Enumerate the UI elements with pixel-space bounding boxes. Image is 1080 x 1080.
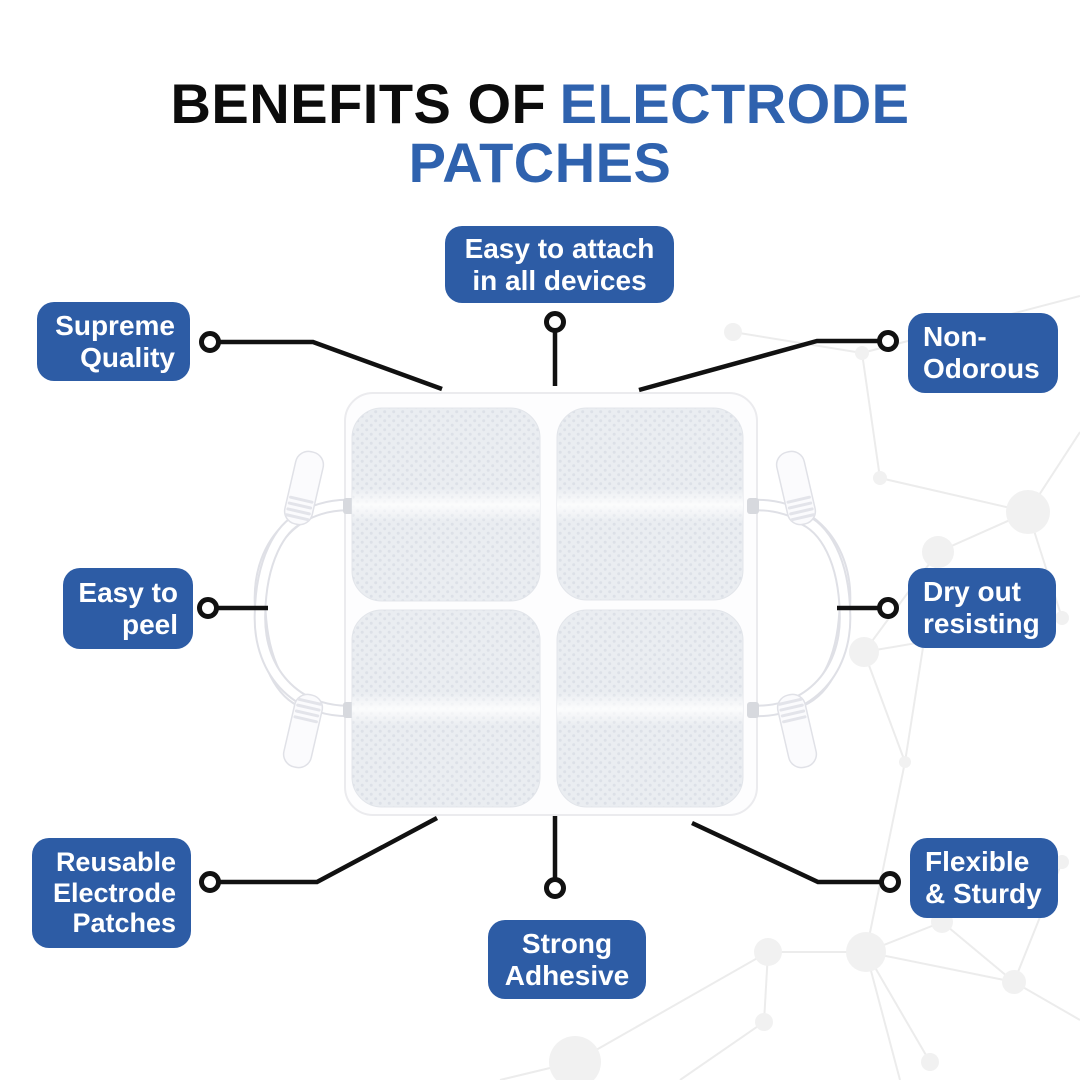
electrode-patch-bottom-left <box>351 609 541 808</box>
pin-connector-top-left <box>283 450 325 526</box>
connector-supreme-quality <box>199 331 443 392</box>
connector-easy-attach <box>544 311 566 386</box>
connector-strong-adhesive <box>544 816 566 899</box>
connector-reusable <box>199 816 439 893</box>
benefit-label-easy-peel: Easy to peel <box>63 568 193 649</box>
electrode-patch-top-right <box>556 407 744 601</box>
electrode-patch-bottom-right <box>556 609 744 808</box>
title-part-blue-2: PATCHES <box>408 131 672 194</box>
connector-non-odorous <box>638 330 899 393</box>
benefit-label-reusable: Reusable Electrode Patches <box>32 838 191 948</box>
benefit-label-flexible-sturdy: Flexible & Sturdy <box>910 838 1058 918</box>
callout-connectors <box>197 311 901 899</box>
title-part-blue-1: ELECTRODE <box>559 72 910 135</box>
benefit-label-easy-attach: Easy to attach in all devices <box>445 226 674 303</box>
pin-connector-bottom-right <box>776 693 818 769</box>
benefit-label-dry-out: Dry out resisting <box>908 568 1056 648</box>
title-part-black: BENEFITS OF <box>170 72 547 135</box>
connector-dry-out <box>837 597 899 619</box>
benefit-label-supreme-quality: Supreme Quality <box>37 302 190 381</box>
connector-easy-peel <box>197 597 268 619</box>
benefit-label-non-odorous: Non- Odorous <box>908 313 1058 393</box>
electrode-product-illustration <box>253 392 852 816</box>
pin-connector-top-right <box>775 450 817 526</box>
pin-connector-bottom-left <box>282 693 324 769</box>
benefit-label-strong-adhesive: Strong Adhesive <box>488 920 646 999</box>
electrode-patch-top-left <box>351 407 541 602</box>
background-network-pattern <box>499 295 1080 1080</box>
connector-flexible-sturdy <box>691 820 901 893</box>
